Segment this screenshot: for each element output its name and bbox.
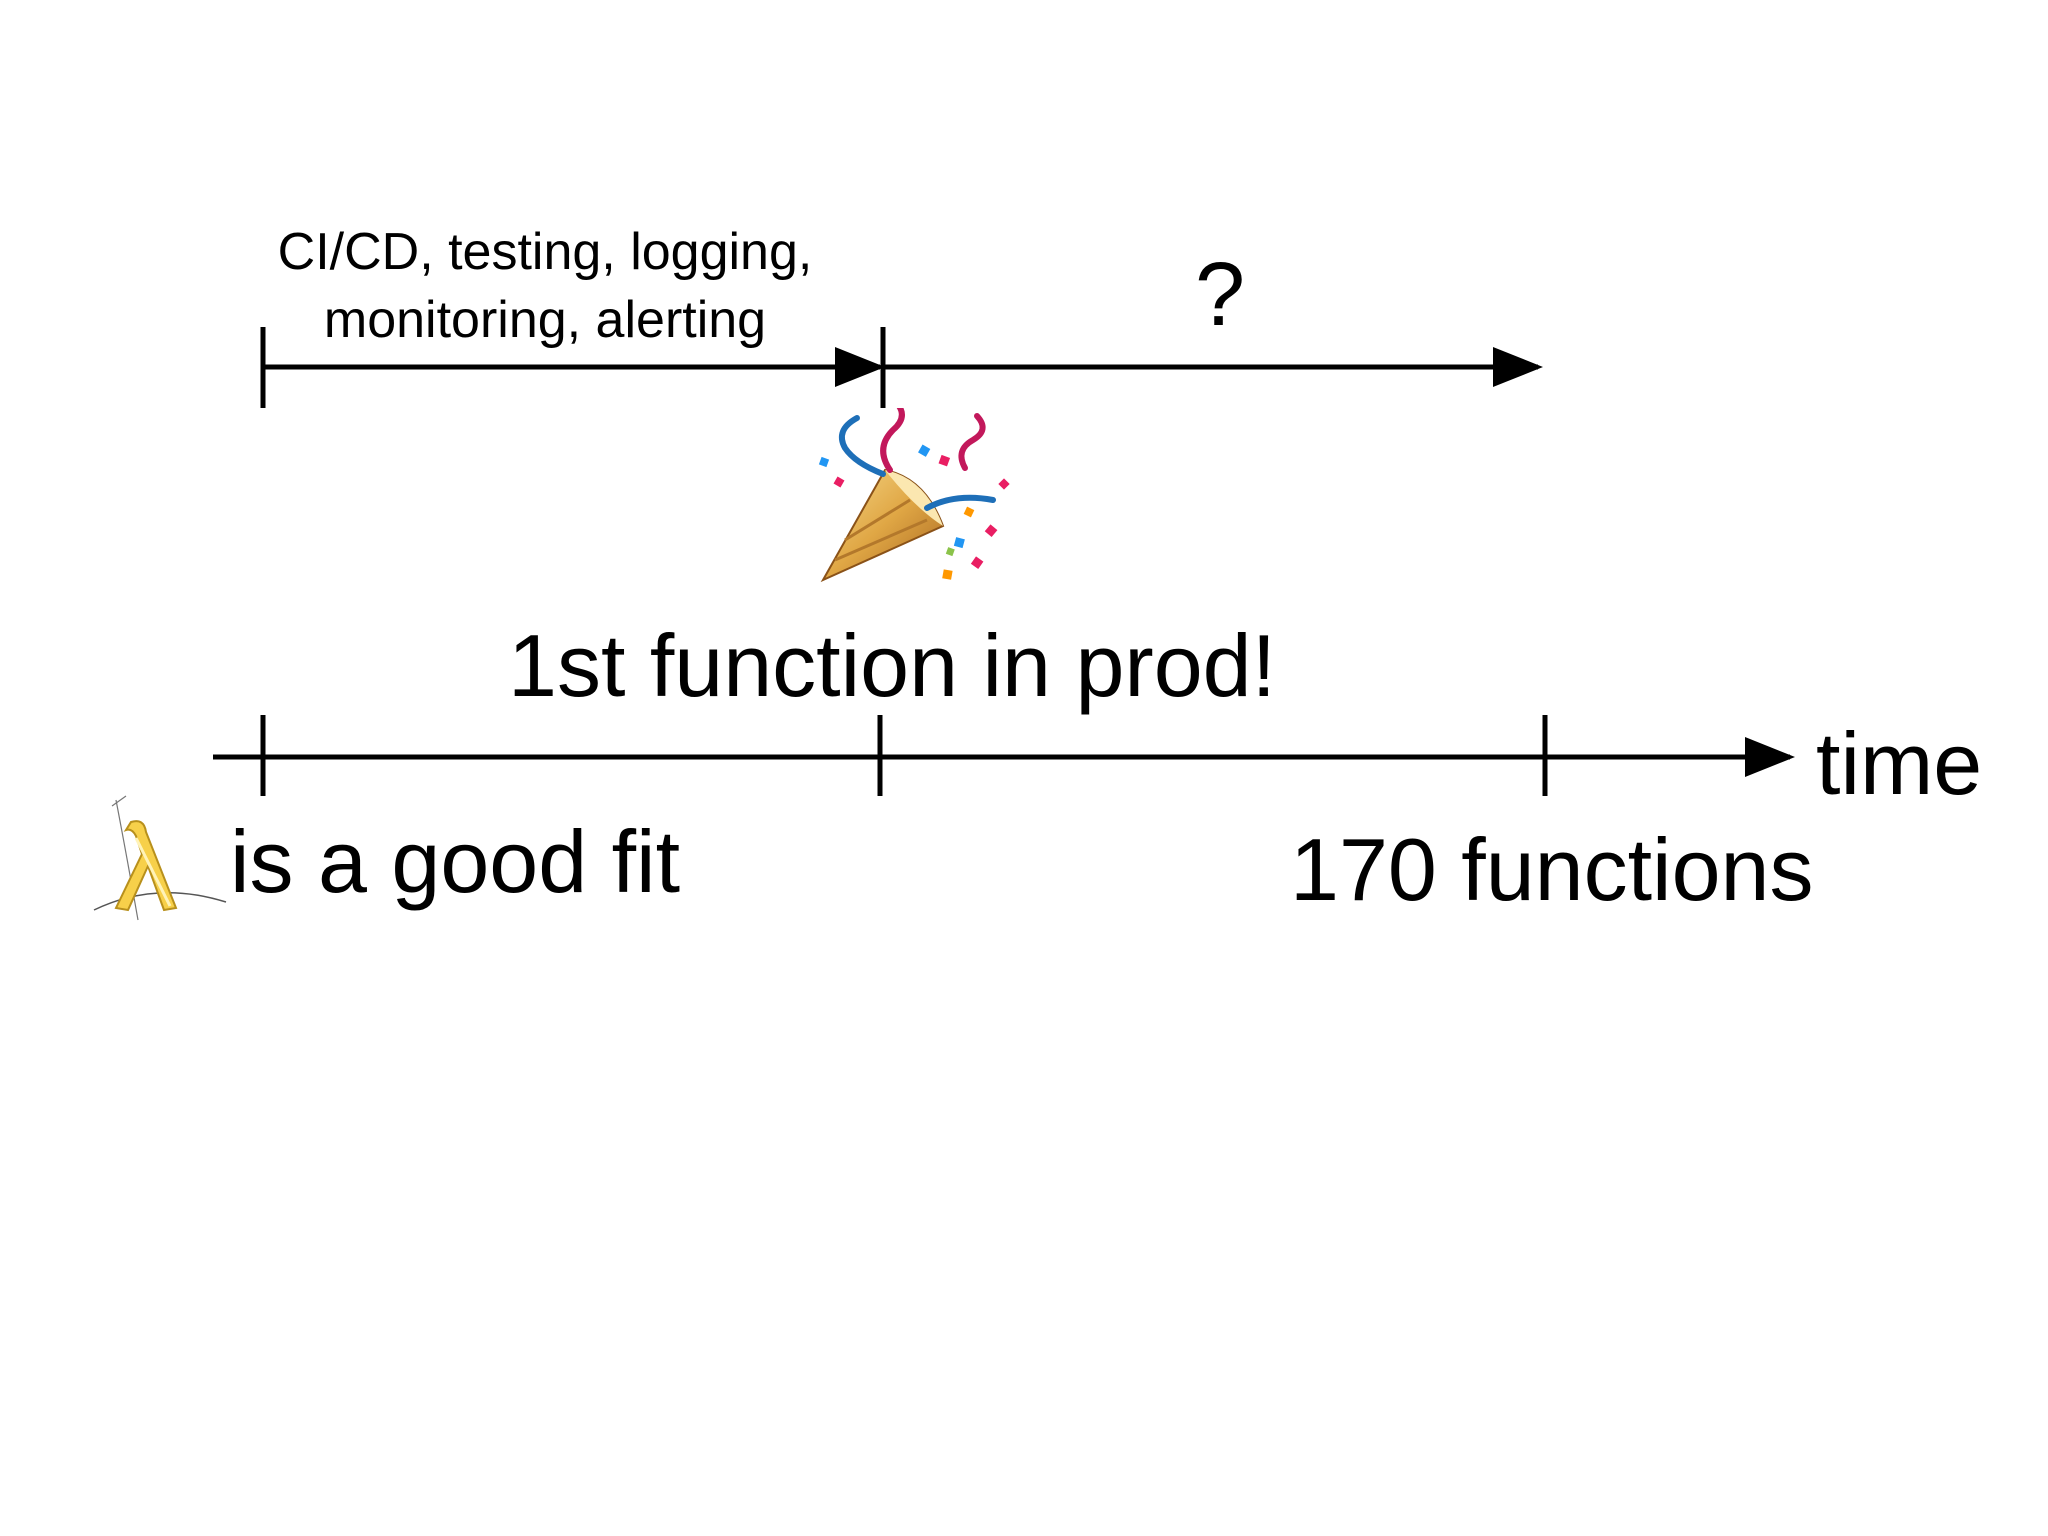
phase1-label-line-1: CI/CD, testing, logging, [277,223,813,281]
phase1-label: CI/CD, testing, logging, monitoring, ale… [200,218,890,354]
party-popper-icon [818,408,1010,583]
phase2-label: ? [1195,245,1246,345]
time-axis-label: time [1816,714,1983,813]
milestone-label: 1st function in prod! [508,616,1277,715]
start-label: is a good fit [230,812,681,911]
lambda-icon [93,795,227,921]
end-label: 170 functions [1290,820,1814,919]
phase1-label-line-2: monitoring, alerting [323,291,767,349]
